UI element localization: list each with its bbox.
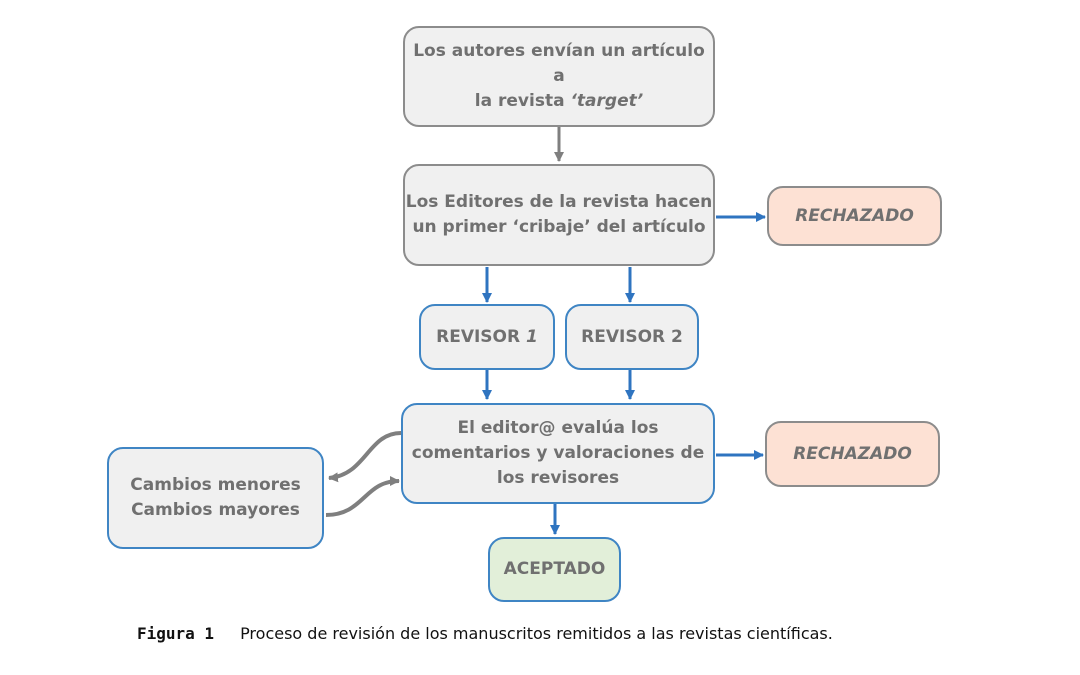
accepted-box: ACEPTADO	[488, 537, 621, 602]
accepted-label: ACEPTADO	[503, 559, 606, 579]
submission-box: Los autores envían un artículo a la revi…	[403, 26, 715, 127]
screening-box: Los Editores de la revista hacen un prim…	[403, 164, 715, 266]
rejected-box-2: RECHAZADO	[765, 421, 940, 487]
reviewer-2-label: REVISOR 2	[581, 326, 683, 347]
figure-caption-text: Proceso de revisión de los manuscritos r…	[240, 624, 833, 643]
reviewer-1-number: 1	[526, 326, 538, 347]
reviewer-2-box: REVISOR 2	[565, 304, 699, 370]
rejected-label-2: RECHAZADO	[793, 443, 912, 464]
editor-line-1: El editor@ evalúa los	[457, 418, 659, 438]
editor-line-2: comentarios y valoraciones de	[411, 443, 705, 463]
rejected-label-1: RECHAZADO	[795, 205, 914, 226]
changes-box: Cambios menores Cambios mayores	[107, 447, 324, 549]
reviewer-1-box: REVISOR 1	[419, 304, 555, 370]
editor-evaluation-box: El editor@ evalúa los comentarios y valo…	[401, 403, 715, 504]
curved-arrow-changes-to-editor	[325, 476, 400, 517]
changes-major: Cambios mayores	[131, 500, 300, 520]
submission-line-1: Los autores envían un artículo a	[413, 41, 705, 86]
submission-target-word: ‘target’	[570, 91, 644, 111]
figure-caption: Figura 1 Proceso de revisión de los manus…	[137, 624, 833, 643]
changes-minor: Cambios menores	[130, 475, 301, 495]
editor-line-3: los revisores	[496, 468, 620, 488]
submission-line-2: la revista	[474, 91, 571, 111]
figure-label: Figura 1	[137, 624, 215, 643]
rejected-box-1: RECHAZADO	[767, 186, 942, 246]
screening-line-2: un primer ‘cribaje’ del artículo	[412, 217, 706, 237]
curved-arrow-editor-to-changes	[328, 431, 402, 483]
screening-line-1: Los Editores de la revista hacen	[405, 192, 713, 212]
reviewer-1-prefix: REVISOR	[436, 326, 527, 347]
